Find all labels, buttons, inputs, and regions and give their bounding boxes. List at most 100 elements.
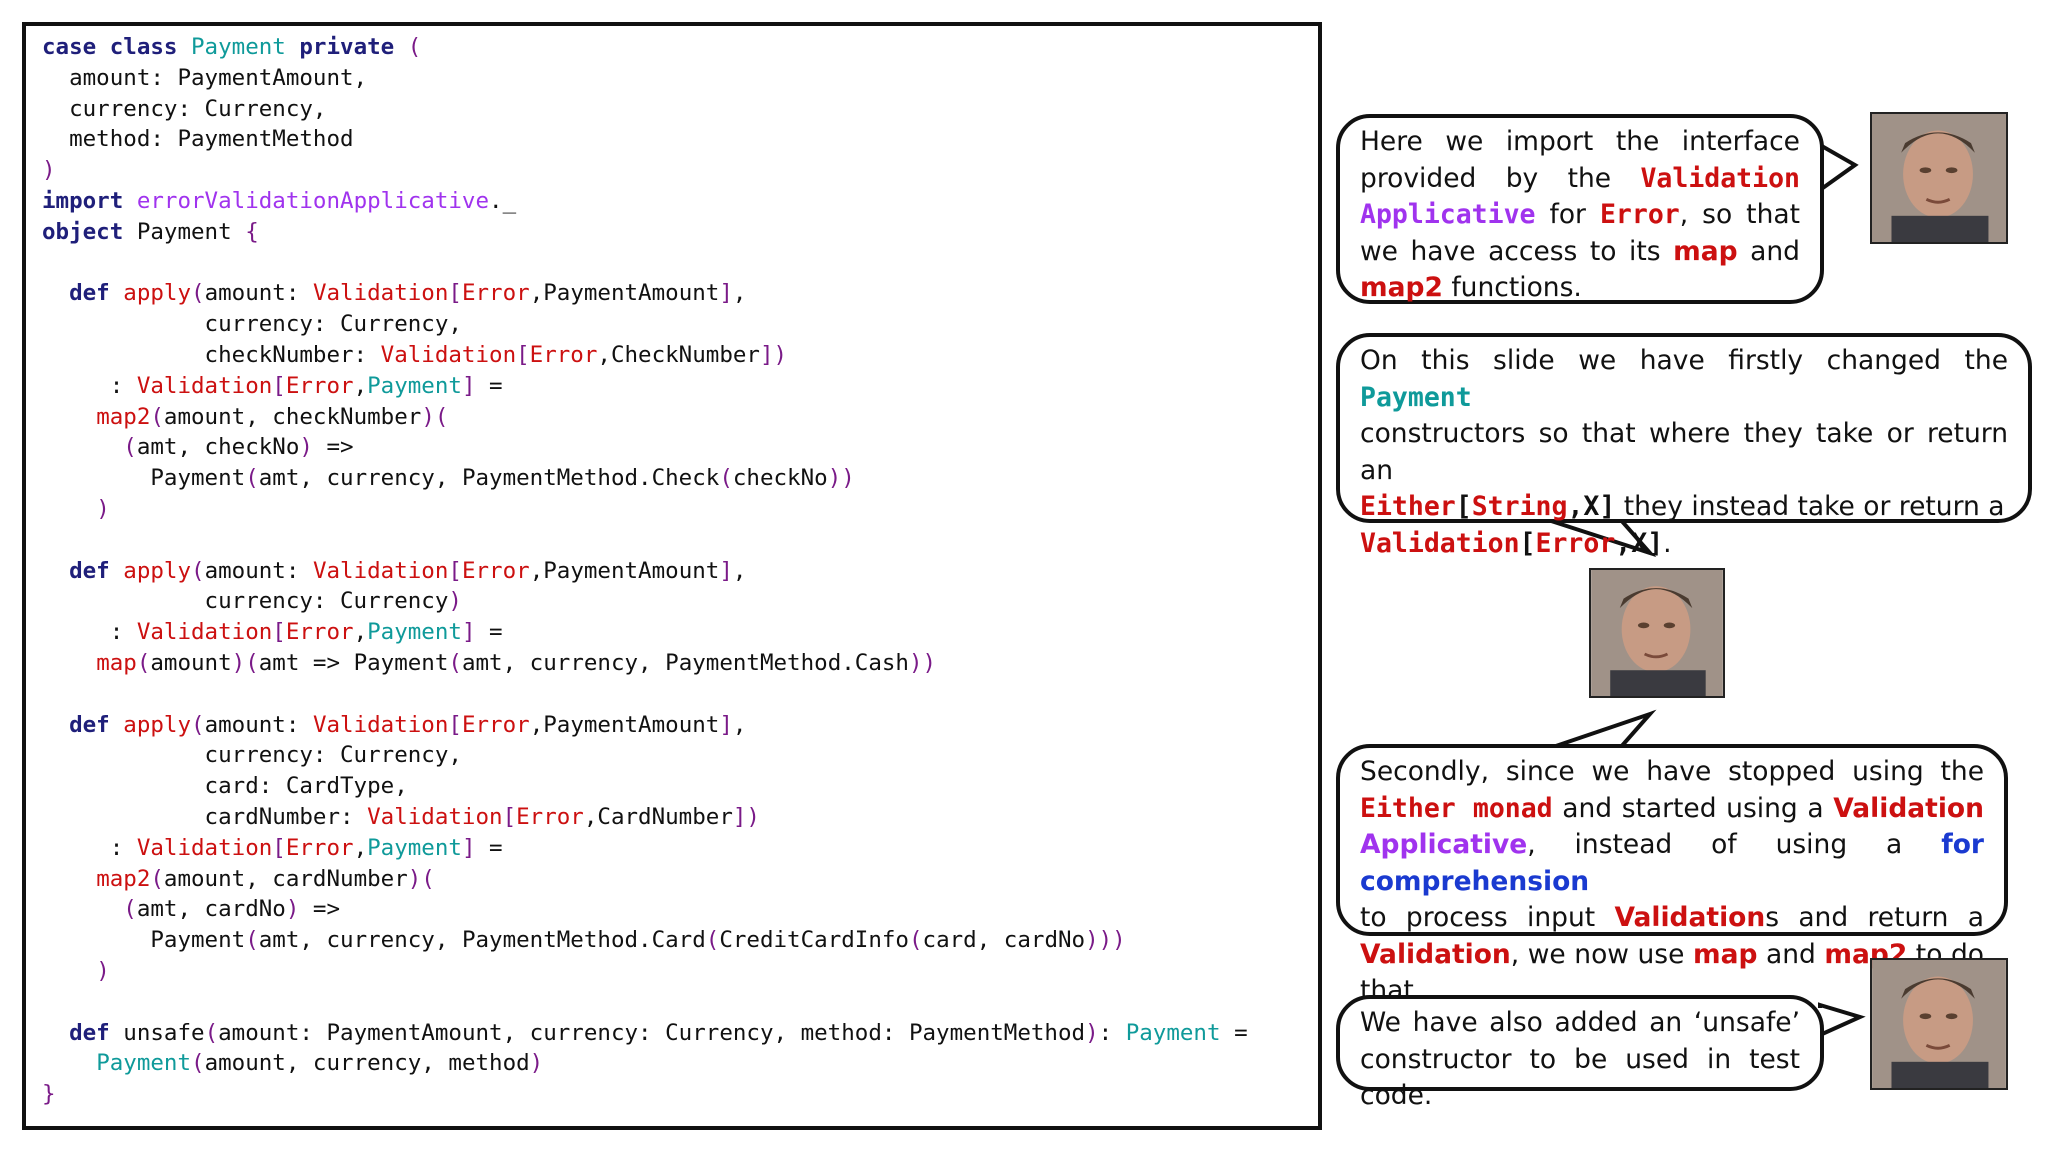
code-line (42, 679, 1248, 710)
code-token: map (96, 649, 137, 676)
code-token: Payment (367, 619, 462, 646)
bubble-text: constructor to be used in test code. (1360, 1043, 1800, 1112)
code-token: , (732, 557, 747, 584)
code-token: ] (461, 372, 476, 399)
code-token: case class (42, 34, 192, 60)
code-token: Payment (42, 927, 246, 954)
code-token: => (312, 434, 354, 461)
code-token: = (1220, 1019, 1248, 1046)
code-token: Error (285, 619, 354, 646)
code-token: Payment (191, 34, 286, 60)
bubble-text: [ (1455, 491, 1472, 522)
code-token: checkNumber: (42, 341, 381, 368)
bubble-text: Validation (1360, 938, 1511, 970)
code-token: )) (827, 465, 855, 492)
code-token: => (299, 896, 341, 923)
code-token: import (42, 187, 137, 214)
code-token: Payment (136, 218, 246, 245)
code-line: currency: Currency, (42, 309, 1248, 340)
code-token: [ (516, 341, 530, 368)
bubble-text: provided by the (1360, 162, 1641, 194)
code-line: object Payment { (42, 217, 1248, 248)
code-token: ] (719, 557, 733, 584)
bubble-text-line: Either monad and started using a Validat… (1360, 791, 1984, 828)
code-token: Validation (312, 711, 449, 738)
code-token: ,CardNumber (583, 803, 733, 830)
code-line: amount: PaymentAmount, (42, 63, 1248, 94)
code-token (42, 650, 96, 676)
code-token: ( (245, 465, 259, 492)
code-token: amount: PaymentAmount, currency: Currenc… (218, 1019, 1086, 1046)
code-token: method: PaymentMethod (42, 126, 354, 153)
tail-bubble-3 (1549, 709, 1657, 750)
code-token: amount: (204, 280, 313, 307)
code-token: , (732, 280, 747, 307)
code-token: ] (461, 834, 476, 861)
code-token: [ (272, 372, 286, 399)
code-token: Validation (367, 803, 503, 830)
code-token: : (1098, 1019, 1126, 1046)
code-token: , (353, 834, 368, 861)
bubble-text: we have access to its (1360, 235, 1674, 267)
bubble-text-line: Here we import the interface (1360, 124, 1800, 161)
code-token (42, 958, 96, 984)
code-line (42, 525, 1248, 556)
code-token: ( (191, 711, 205, 738)
code-token: ( (123, 434, 137, 461)
code-token: card: CardType, (42, 773, 408, 800)
code-token: ) (529, 1050, 544, 1077)
code-token: private (285, 34, 408, 60)
code-line: Payment(amt, currency, PaymentMethod.Che… (42, 463, 1248, 494)
code-token: def (42, 711, 124, 738)
bubble-text: , instead of using a (1527, 829, 1942, 860)
code-token: ) (299, 434, 313, 461)
code-token: amount (150, 649, 232, 676)
code-token: ( (204, 1019, 219, 1046)
code-token: ( (407, 34, 422, 60)
code-token: amount: (204, 557, 313, 584)
code-token: ,PaymentAmount (529, 557, 720, 584)
code-token: ) (96, 495, 110, 522)
code-token: Payment (96, 1050, 192, 1077)
code-token: Payment (367, 834, 462, 861)
code-line: (amt, checkNo) => (42, 432, 1248, 463)
code-token: currency: Currency, (42, 95, 327, 122)
bubble-text: Error (1599, 199, 1680, 230)
bubble-text-line: Validation[Error,X]. (1360, 526, 2008, 563)
code-line: def apply(amount: Validation[Error,Payme… (42, 710, 1248, 741)
code-token: amt, currency, PaymentMethod.Card (258, 927, 706, 954)
bubble-unsafe-explanation: We have also added an ‘unsafe’constructo… (1336, 995, 1824, 1111)
code-token: currency: Currency, (42, 742, 462, 769)
bubble-text: map (1692, 938, 1758, 970)
code-line: currency: Currency, (42, 94, 1248, 125)
code-token: amount: PaymentAmount, (42, 64, 368, 91)
code-token: unsafe (123, 1019, 205, 1046)
code-token: Error (516, 803, 584, 830)
code-token: ]) (732, 803, 760, 830)
code-token: apply (123, 280, 192, 307)
code-token: amount, currency, method (204, 1050, 530, 1077)
code-token: ( (123, 896, 137, 923)
bubble-text: and (1737, 235, 1801, 267)
code-token: ) (285, 896, 300, 923)
code-line: : Validation[Error,Payment] = (42, 833, 1248, 864)
code-line: method: PaymentMethod (42, 124, 1248, 155)
code-token (42, 496, 96, 522)
code-line: def unsafe(amount: PaymentAmount, curren… (42, 1018, 1248, 1049)
code-token: ) (96, 957, 110, 984)
bubble-text-line: constructor to be used in test code. (1360, 1042, 1800, 1115)
bubble-text: Either monad (1360, 792, 1553, 824)
code-token: ] (719, 711, 733, 738)
code-token (42, 1050, 96, 1076)
scala-code-listing: case class Payment private ( amount: Pay… (42, 32, 1248, 1110)
code-token: )( (231, 649, 259, 676)
bubble-text-line: Secondly, since we have stopped using th… (1360, 754, 1984, 791)
tail-bubble-1 (1818, 141, 1859, 194)
bubble-text: Validation (1640, 162, 1800, 194)
code-token: Error (461, 280, 530, 307)
code-line: currency: Currency) (42, 586, 1248, 617)
bubble-text: ,X] (1567, 491, 1616, 522)
code-token: map2 (96, 865, 151, 892)
code-token: amt, currency, PaymentMethod.Check (258, 465, 720, 492)
